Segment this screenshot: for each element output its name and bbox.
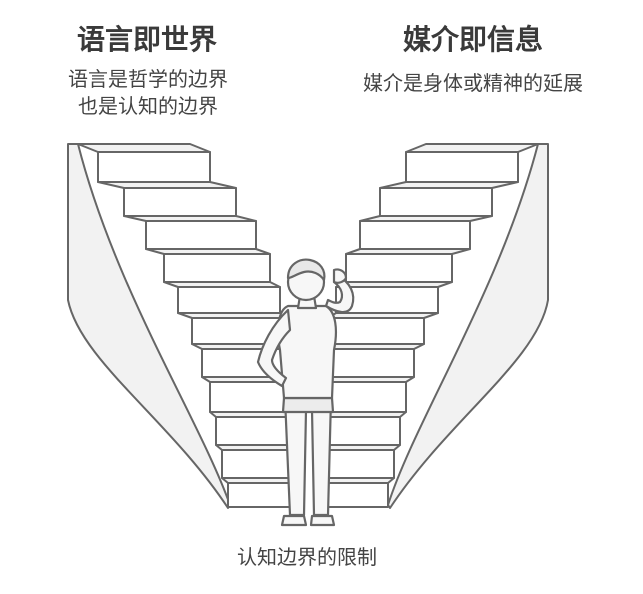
- left-subtitle-line1: 语言是哲学的边界: [68, 67, 228, 91]
- person-right-shoe: [309, 514, 336, 527]
- person-left-leg: [283, 396, 308, 517]
- person-left-arm: [256, 308, 292, 388]
- person-torso: [277, 304, 337, 400]
- bottom-caption: 认知边界的限制: [237, 545, 377, 569]
- person-left-shoe: [280, 514, 308, 527]
- left-subtitle-line2: 也是认知的边界: [78, 94, 218, 118]
- left-staircase: [77, 143, 301, 508]
- person-hair: [286, 258, 326, 282]
- thinking-person: [256, 258, 355, 527]
- left-title: 语言即世界: [76, 23, 217, 56]
- person-right-leg: [310, 396, 333, 517]
- person-right-hand: [332, 268, 348, 284]
- right-subtitle: 媒介是身体或精神的延展: [363, 71, 583, 95]
- right-staircase: [315, 143, 539, 508]
- right-title: 媒介即信息: [402, 23, 543, 56]
